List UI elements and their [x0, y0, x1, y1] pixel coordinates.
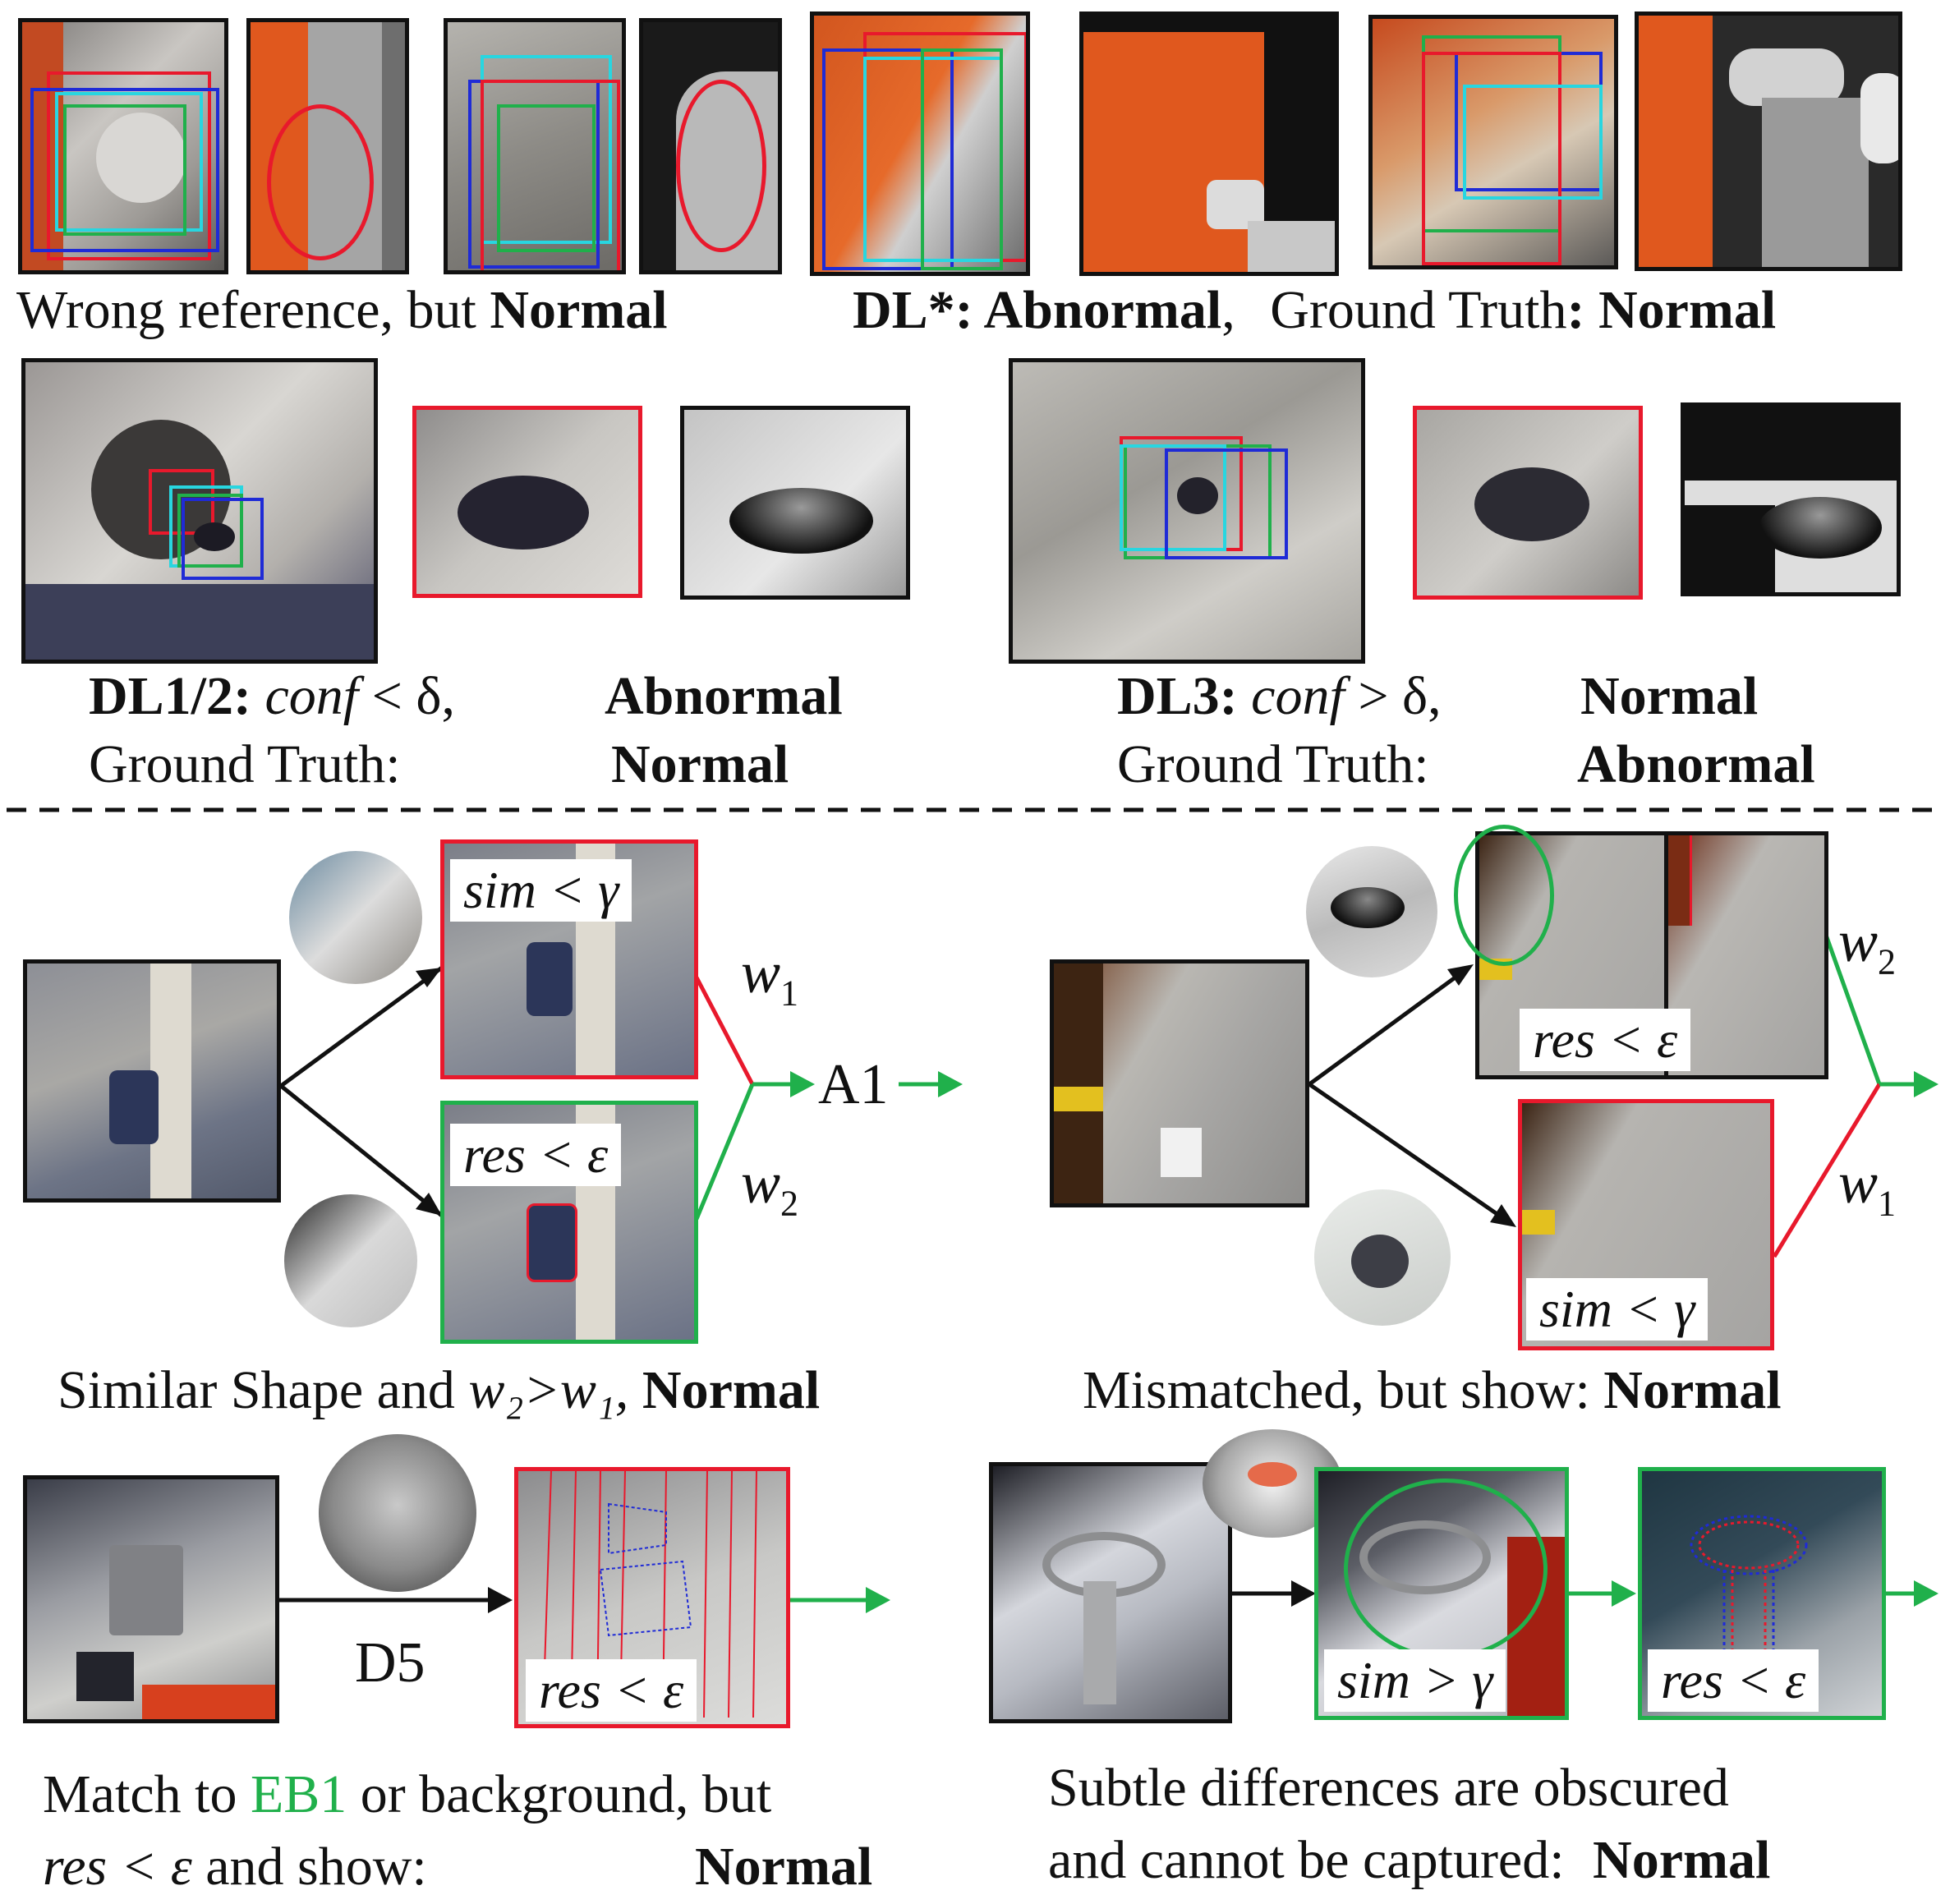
row3-left-caption-text: Similar Shape and [57, 1360, 455, 1420]
row1-caption-mid-sep: , [1221, 280, 1235, 340]
row3-right-ref-circle-top [1306, 846, 1437, 977]
row3-left-w2: w2 [741, 1153, 798, 1221]
row1-caption-left-text: Wrong reference, but [16, 280, 476, 340]
row1-caption-gt-bold: : Normal [1566, 280, 1777, 340]
row4-left-edge-label: D5 [355, 1631, 425, 1695]
row3-right-green-ellipse [1454, 825, 1554, 966]
row3-left-node: A1 [818, 1053, 889, 1116]
row2-left-render [680, 406, 910, 600]
row2-left-gt-label: Ground Truth: [89, 734, 401, 794]
row3-right-input-photo [1050, 959, 1309, 1207]
row3-right-w1: w1 [1838, 1153, 1896, 1221]
row2-left-cond-var: conf [264, 666, 359, 726]
row2-right-verdict: Normal [1580, 666, 1759, 726]
row3-right-w2-sym: w [1838, 908, 1879, 974]
row3-right-w2: w2 [1838, 912, 1896, 980]
row3-left-w1: w1 [741, 943, 798, 1011]
row4-left-caption-1: Match to EB1 or background, but [43, 1768, 771, 1822]
row4-right-sim-label: sim > γ [1324, 1649, 1506, 1712]
row2-right-gt-value: Abnormal [1577, 734, 1815, 794]
row1-photo-1 [18, 18, 228, 274]
row3-left-sim-label: sim < γ [450, 859, 632, 922]
row4-right-caption-1: Subtle differences are obscured [1048, 1758, 1729, 1818]
row3-right-res-label: res < ε [1520, 1009, 1691, 1071]
row1-photo-4 [1368, 15, 1618, 269]
row2-right-photo [1009, 358, 1365, 664]
row3-left-caption-bold: Normal [642, 1360, 821, 1420]
row3-right-caption: Mismatched, but show: Normal [1083, 1364, 1782, 1418]
row3-left-w2-sub: 2 [780, 1183, 799, 1224]
row4-right-caption-2-text: and cannot be captured: [1048, 1830, 1565, 1890]
row4-right-input-photo [989, 1462, 1232, 1723]
row2-right-cond-op: > δ, [1358, 666, 1442, 726]
row2-left-caption-1: DL1/2: conf < δ, [89, 669, 455, 724]
row2-left-gt-value-wrap: Normal [611, 738, 789, 792]
row3-right-w1-sym: w [1838, 1150, 1879, 1216]
row3-left-res-label: res < ε [450, 1124, 622, 1186]
row4-left-caption-eb1: EB1 [250, 1764, 347, 1824]
row4-left-res-label: res < ε [526, 1659, 697, 1722]
row2-left-cond-op: < δ, [371, 666, 455, 726]
row1-photo-2 [444, 18, 626, 274]
row2-left-label: DL1/2: [89, 666, 251, 726]
row1-caption-left: Wrong reference, but Normal [16, 283, 668, 338]
row4-left-caption-1c: or background, but [360, 1764, 772, 1824]
row3-left-w2-sym: w [741, 1150, 781, 1216]
row4-left-caption-2-bold: Normal [695, 1837, 873, 1897]
row2-left-gt-value: Normal [611, 734, 789, 794]
row2-right-gt-value-wrap: Abnormal [1577, 738, 1815, 792]
row1-photo-3 [810, 11, 1030, 276]
row1-render-1 [246, 18, 409, 274]
row3-left-w1-sub: 1 [780, 973, 799, 1014]
row1-caption-right: DL*: Abnormal, Ground Truth: Normal [853, 283, 1776, 338]
row1-render-3 [1079, 11, 1339, 276]
row3-right-res-panel-b [1664, 831, 1828, 1079]
row4-left-caption-2: res < ε and show: [43, 1840, 427, 1894]
row4-right-res-label: res < ε [1648, 1649, 1819, 1712]
row4-left-caption-2-bold-wrap: Normal [695, 1840, 872, 1894]
row3-right-w1-sub: 1 [1878, 1183, 1897, 1224]
row4-right-green-ellipse [1344, 1479, 1548, 1659]
row3-left-caption: Similar Shape and w₂>w₁, Normal [57, 1364, 820, 1418]
row3-left-caption-math: w₂>w₁, [468, 1360, 629, 1420]
row1-caption-mid-bold: DL*: Abnormal [853, 280, 1222, 340]
row1-caption-gt-text: Ground Truth [1270, 280, 1567, 340]
row4-left-caption-1a: Match to [43, 1764, 237, 1824]
row2-left-verdict-wrap: Abnormal [605, 669, 843, 724]
row2-right-render [1681, 402, 1901, 596]
row4-left-caption-2-text: and show: [205, 1837, 427, 1897]
row3-left-ref-circle-bottom [284, 1194, 417, 1327]
row2-right-caption-1: DL3: conf > δ, [1117, 669, 1442, 724]
row4-left-ref-circle [319, 1434, 476, 1592]
row2-left-crop [412, 406, 642, 598]
row4-left-input-photo [23, 1475, 279, 1723]
row2-right-gt-label: Ground Truth: [1117, 734, 1429, 794]
row4-left-caption-2-math: res < ε [43, 1837, 192, 1897]
row3-right-sim-label: sim < γ [1526, 1278, 1709, 1341]
row2-right-crop [1413, 406, 1643, 600]
row2-right-cond-var: conf [1251, 666, 1345, 726]
row2-left-photo [21, 358, 378, 664]
row1-render-2 [639, 18, 782, 274]
row3-left-ref-circle-top [289, 851, 422, 984]
row3-right-caption-bold: Normal [1603, 1360, 1782, 1420]
row1-render-4 [1635, 11, 1902, 271]
row2-right-label: DL3: [1117, 666, 1238, 726]
row3-left-w1-sym: w [741, 940, 781, 1005]
row4-right-caption-2-bold: Normal [1593, 1830, 1771, 1890]
row2-right-verdict-wrap: Normal [1580, 669, 1758, 724]
row2-left-verdict: Abnormal [605, 666, 843, 726]
row1-caption-left-bold: Normal [490, 280, 668, 340]
row3-left-input-photo [23, 959, 281, 1203]
row4-right-caption-2: and cannot be captured: Normal [1048, 1833, 1770, 1888]
row3-right-w2-sub: 2 [1878, 941, 1897, 982]
row3-right-ref-circle-bottom [1314, 1189, 1451, 1326]
row3-right-caption-text: Mismatched, but show: [1083, 1360, 1590, 1420]
